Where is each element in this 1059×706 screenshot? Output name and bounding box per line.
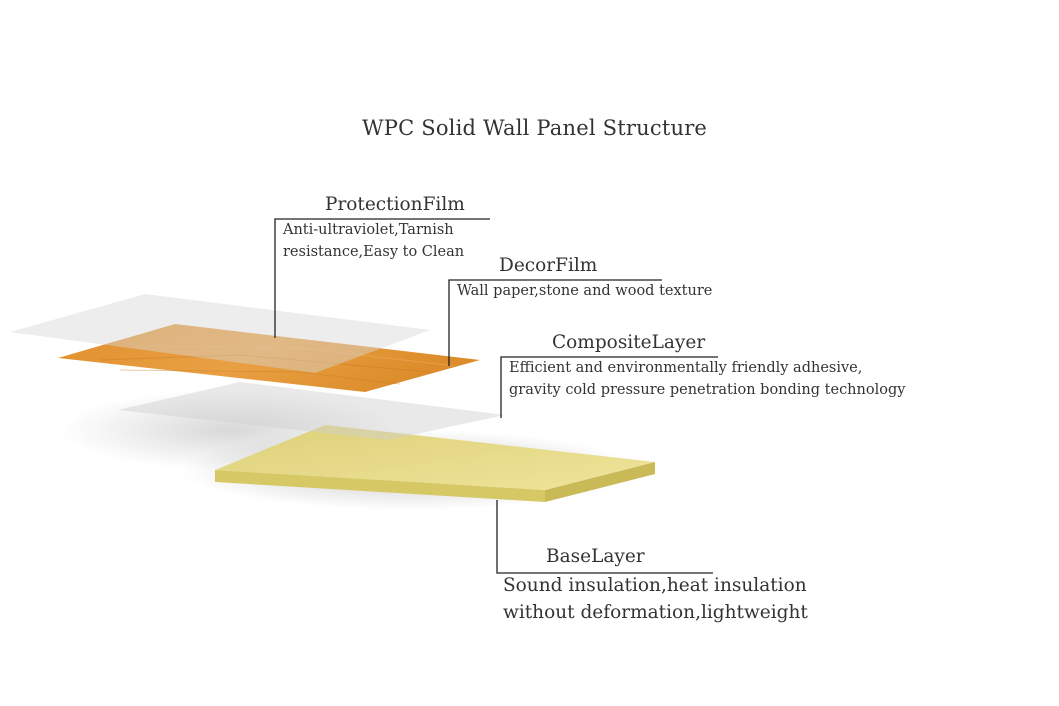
decor-film-label: DecorFilm [499, 255, 598, 276]
protection-film-label: ProtectionFilm [325, 194, 465, 215]
base-layer-desc-line: Sound insulation,heat insulation [503, 575, 807, 596]
protection-film-leader [274, 218, 490, 338]
composite-layer-desc-line: Efficient and environmentally friendly a… [509, 360, 863, 376]
decor-film-description: Wall paper,stone and wood texture [457, 280, 712, 302]
protection-film-shape [10, 294, 430, 373]
base-layer-shape [215, 425, 655, 502]
decor-film-leader [448, 279, 662, 366]
protection-film-desc-line: Anti-ultraviolet,Tarnish [283, 222, 454, 238]
composite-layer-leader [500, 356, 718, 418]
base-layer-label: BaseLayer [546, 546, 645, 567]
composite-layer-desc-line: gravity cold pressure penetration bondin… [509, 382, 906, 398]
diagram-title: WPC Solid Wall Panel Structure [362, 116, 708, 140]
base-layer-leader [496, 500, 713, 574]
base-layer-description: Sound insulation,heat insulation without… [503, 572, 808, 626]
composite-layer-description: Efficient and environmentally friendly a… [509, 357, 905, 401]
composite-layer-shape [118, 382, 505, 440]
decor-film-shape [58, 324, 480, 392]
protection-film-description: Anti-ultraviolet,Tarnish resistance,Easy… [283, 219, 464, 263]
composite-layer-label: CompositeLayer [552, 332, 706, 353]
decor-film-desc-line: Wall paper,stone and wood texture [457, 283, 713, 299]
base-layer-desc-line: without deformation,lightweight [503, 602, 808, 623]
protection-film-desc-line: resistance,Easy to Clean [283, 244, 465, 260]
